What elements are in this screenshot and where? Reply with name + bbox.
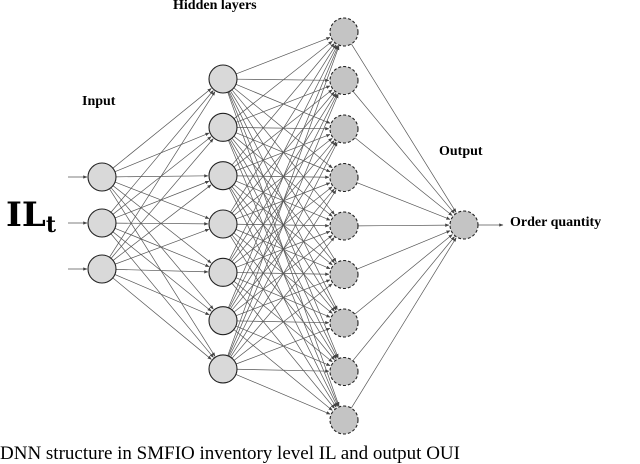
output-label: Output [439,144,483,159]
connection-edge [235,37,331,75]
hidden-1-node [208,257,238,287]
connection-edge [109,91,216,258]
figure-caption: DNN structure in SMFIO inventory level I… [0,443,460,464]
connection-edge [114,132,210,173]
connection-edge [115,269,209,274]
connection-edge [109,188,216,357]
connection-edge [228,142,338,357]
connection-edge [114,180,210,219]
connection-edge [110,90,214,213]
hidden-layers-label: Hidden layers [173,0,257,13]
input-node [87,208,117,238]
hidden-1-node [208,306,238,336]
connection-edge [228,45,339,308]
hidden-2-node [329,356,359,387]
connection-edge [112,277,212,360]
connection-edge [227,45,340,356]
input-node [87,254,117,284]
connection-edge [233,283,333,361]
connection-edge [114,227,210,267]
connection-edge [233,41,333,119]
connection-edge [230,189,337,358]
connection-edge [110,187,214,310]
hidden-1-node [208,112,238,142]
hidden-1-node [208,209,238,239]
connection-edge [231,43,335,166]
connection-edge [352,236,455,361]
connection-edge [352,91,455,214]
il-t-label: ILt [6,195,56,238]
connection-edge [228,93,339,357]
hidden-2-node [329,114,359,144]
connection-edge [114,181,210,219]
connection-edge [112,231,212,312]
hidden-1-node [208,64,238,94]
connection-edge [110,138,214,259]
hidden-2-node [329,65,359,96]
connection-edge [354,234,453,315]
connection-edge [112,184,212,261]
connection-edge [357,223,450,227]
connection-edge [112,185,212,264]
connection-edge [354,137,453,216]
input-node [87,162,117,192]
connection-edge [235,374,331,415]
connection-edge [112,136,212,215]
hidden-1-node [208,161,238,191]
connection-edge [351,237,457,409]
connection-edge [236,368,330,373]
hidden-2-node [329,17,359,47]
connection-edge [356,182,451,220]
hidden-2-node [329,308,359,338]
connection-edge [228,45,338,260]
connection-edge [115,222,209,226]
connection-edge [114,274,210,316]
connection-edge [110,233,214,358]
hidden-2-node [329,405,359,435]
hidden-1-node [208,354,238,384]
hidden-2-node [329,211,359,241]
connection-edge [356,230,451,270]
order-quantity-label: Order quantity [510,215,602,230]
connection-edge [235,328,331,365]
connection-edge [351,43,457,213]
hidden-2-node [329,259,359,290]
input-label: Input [82,94,116,109]
connection-edge [112,88,212,169]
connection-edge [230,44,337,213]
output-node [449,210,479,240]
connection-edge [115,174,209,178]
connection-edge [231,237,335,359]
hidden-2-node [329,162,359,193]
connection-edge [114,228,210,265]
